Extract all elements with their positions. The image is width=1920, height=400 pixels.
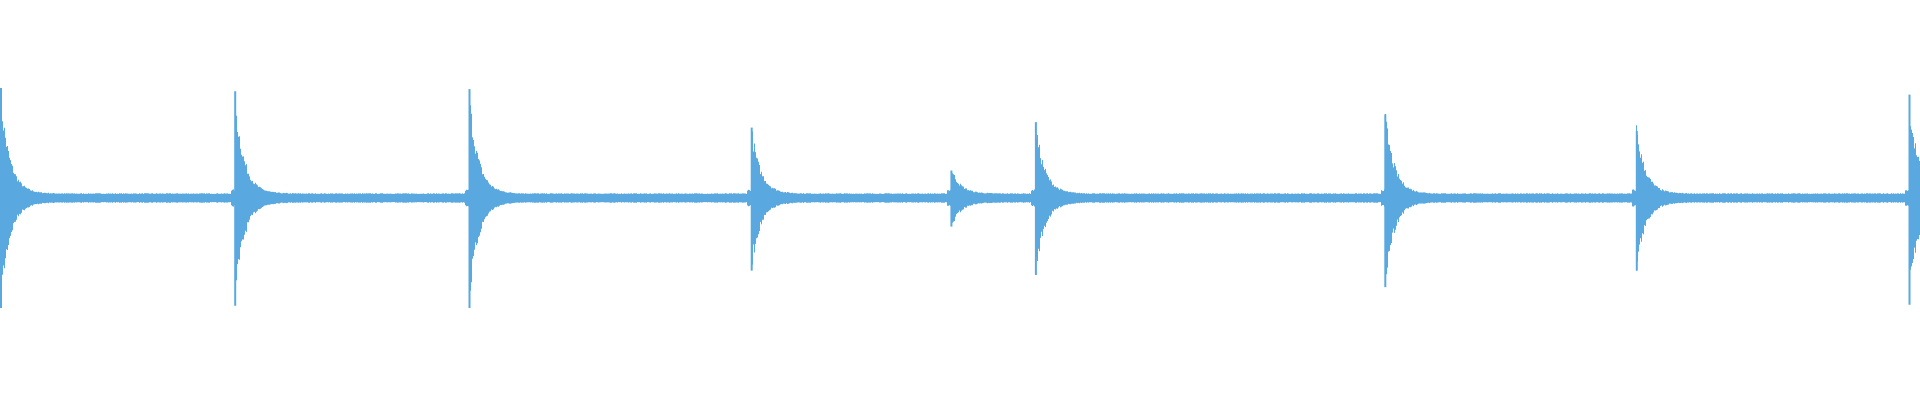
waveform-center-band [0,194,1920,202]
waveform-group [0,88,1920,308]
